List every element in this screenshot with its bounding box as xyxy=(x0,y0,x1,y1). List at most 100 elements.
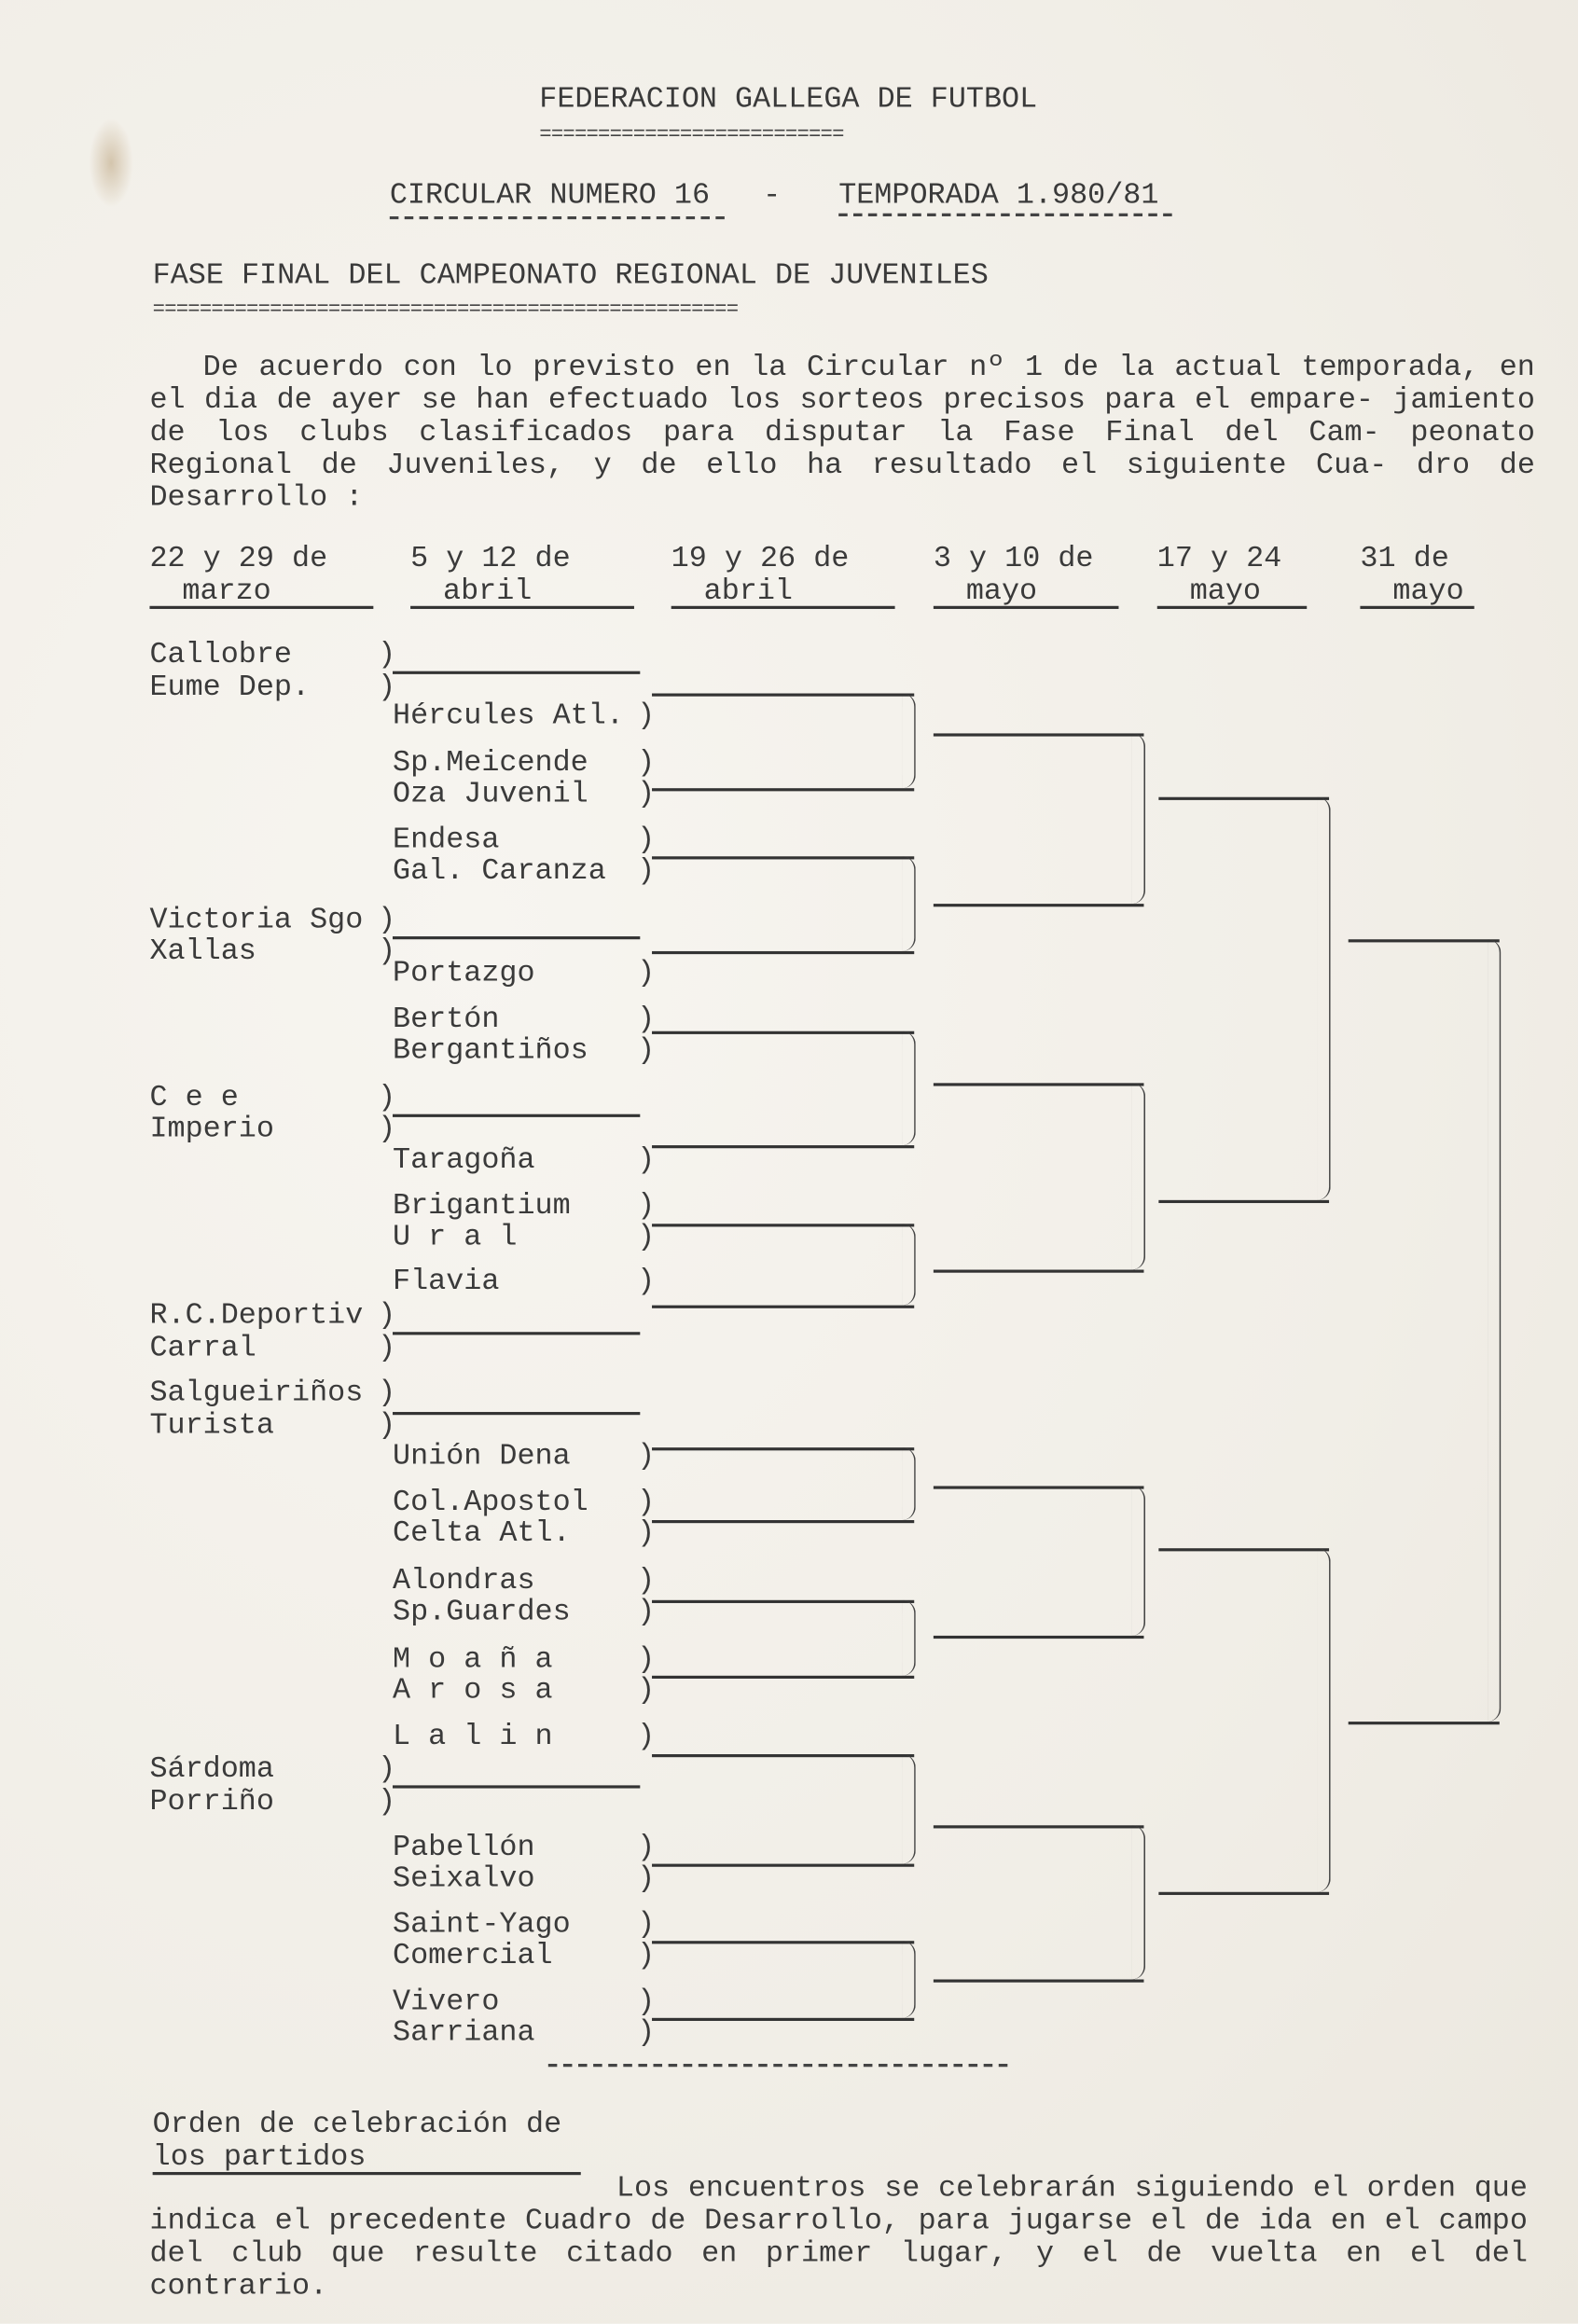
bracket-line xyxy=(933,904,1144,907)
bracket-line xyxy=(1158,1891,1330,1895)
team-second-round: Taragoña xyxy=(393,1144,655,1178)
bracket-line xyxy=(393,1785,641,1789)
team-first-round: Victoria Sgo xyxy=(149,905,395,938)
round-date-line2: mayo xyxy=(1189,574,1262,609)
team-first-round: Imperio xyxy=(149,1114,395,1147)
bracket-connector xyxy=(1132,1825,1146,1980)
team-second-round: Comercial xyxy=(393,1940,655,1973)
team-first-round: Carral xyxy=(149,1333,395,1366)
round-date-line2: mayo xyxy=(1392,574,1464,609)
order-heading-underline xyxy=(152,2172,581,2176)
team-second-round: Gal. Caranza xyxy=(393,855,655,889)
bracket-line xyxy=(652,1031,915,1034)
bracket-line xyxy=(652,1447,915,1451)
team-first-round: Xallas xyxy=(149,935,395,969)
team-first-round: Porriño xyxy=(149,1786,395,1819)
bracket-line xyxy=(652,950,915,955)
paper-stain xyxy=(89,118,133,208)
team-first-round: Turista xyxy=(149,1410,395,1444)
bracket-line xyxy=(652,693,915,697)
bracket-connector xyxy=(903,1224,916,1306)
team-second-round: L a l i n xyxy=(393,1721,655,1754)
team-second-round: Sarriana xyxy=(393,2017,655,2051)
bracket-line xyxy=(652,1520,915,1524)
round-date-line2: abril xyxy=(703,574,793,609)
bracket-line xyxy=(652,1145,915,1149)
bracket-line xyxy=(652,1863,915,1867)
bracket-line xyxy=(652,1599,915,1603)
team-second-round: Sp.Meicende xyxy=(393,747,655,781)
bracket-connector xyxy=(1132,1486,1146,1636)
order-heading-line2: los partidos xyxy=(152,2140,367,2176)
team-second-round: Celta Atl. xyxy=(393,1518,655,1552)
round-date-line1: 22 y 29 de xyxy=(149,542,328,577)
bracket-line xyxy=(933,1083,1144,1086)
team-second-round: U r a l xyxy=(393,1222,655,1255)
bracket-line xyxy=(393,936,641,940)
season-underline xyxy=(838,213,1172,216)
org-title-underline: ========================== xyxy=(539,122,844,147)
round-header-underline xyxy=(410,605,634,609)
round-date-line1: 5 y 12 de xyxy=(410,542,571,577)
bracket-line xyxy=(652,788,915,792)
team-second-round: Saint-Yago xyxy=(393,1909,655,1943)
circular-number: CIRCULAR NUMERO 16 xyxy=(389,179,711,214)
bracket-line xyxy=(652,1754,915,1758)
round-date-line1: 3 y 10 de xyxy=(933,542,1094,577)
team-second-round: Hércules Atl. xyxy=(393,700,655,734)
bracket-connector xyxy=(1488,939,1502,1722)
bracket-connector xyxy=(903,1031,916,1146)
bracket-line xyxy=(933,1269,1144,1273)
season: TEMPORADA 1.980/81 xyxy=(838,179,1159,214)
subject-underline: ========================================… xyxy=(152,297,739,322)
round-date-line2: abril xyxy=(443,574,533,609)
team-second-round: Pabellón xyxy=(393,1832,655,1865)
round-header-underline xyxy=(1360,605,1474,609)
bracket-line xyxy=(393,1412,641,1416)
team-second-round: M o a ñ a xyxy=(393,1644,655,1678)
bracket-line xyxy=(652,856,915,860)
bracket-line xyxy=(1158,1199,1330,1204)
team-second-round: Endesa xyxy=(393,824,655,858)
team-second-round: Unión Dena xyxy=(393,1441,655,1474)
bracket-connector xyxy=(903,1941,916,2018)
bracket-connector xyxy=(1317,1548,1331,1892)
team-second-round: Oza Juvenil xyxy=(393,779,655,812)
bracket-connector xyxy=(1132,733,1146,905)
bracket-connector xyxy=(903,1447,916,1521)
intro-paragraph: De acuerdo con lo previsto en la Circula… xyxy=(149,351,1535,516)
team-second-round: Alondras xyxy=(393,1565,655,1598)
round-header-underline xyxy=(1156,605,1308,609)
team-second-round: Seixalvo xyxy=(393,1863,655,1897)
bracket-line xyxy=(933,1825,1144,1829)
round-date-line1: 19 y 26 de xyxy=(671,542,850,577)
team-second-round: Brigantium xyxy=(393,1191,655,1224)
bracket-line xyxy=(393,1332,641,1335)
round-date-line2: mayo xyxy=(965,574,1038,609)
bracket-line xyxy=(1158,1548,1330,1552)
round-date-line2: marzo xyxy=(182,574,271,609)
bracket-connector xyxy=(903,856,916,951)
team-second-round: Flavia xyxy=(393,1266,655,1300)
bracket-line xyxy=(652,1941,915,1944)
circular-underline xyxy=(389,215,725,220)
bracket-end-dashes xyxy=(547,2064,1008,2068)
bracket-line xyxy=(393,671,641,674)
bracket-line xyxy=(1348,1722,1500,1725)
team-first-round: Eume Dep. xyxy=(149,671,395,705)
bracket-connector xyxy=(903,1599,916,1676)
bracket-line xyxy=(933,1979,1144,1983)
bracket-connector xyxy=(1132,1083,1146,1270)
team-second-round: Sp.Guardes xyxy=(393,1597,655,1630)
team-first-round: Callobre xyxy=(149,640,395,673)
title-separator: - xyxy=(763,179,782,214)
team-second-round: A r o s a xyxy=(393,1675,655,1708)
team-second-round: Vivero xyxy=(393,1986,655,2020)
team-second-round: Col.Apostol xyxy=(393,1487,655,1520)
bracket-line xyxy=(652,1224,915,1227)
org-title: FEDERACION GALLEGA DE FUTBOL xyxy=(539,82,1038,118)
team-second-round: Bergantiños xyxy=(393,1035,655,1069)
bracket-line xyxy=(652,2017,915,2021)
round-header-underline xyxy=(671,605,895,609)
